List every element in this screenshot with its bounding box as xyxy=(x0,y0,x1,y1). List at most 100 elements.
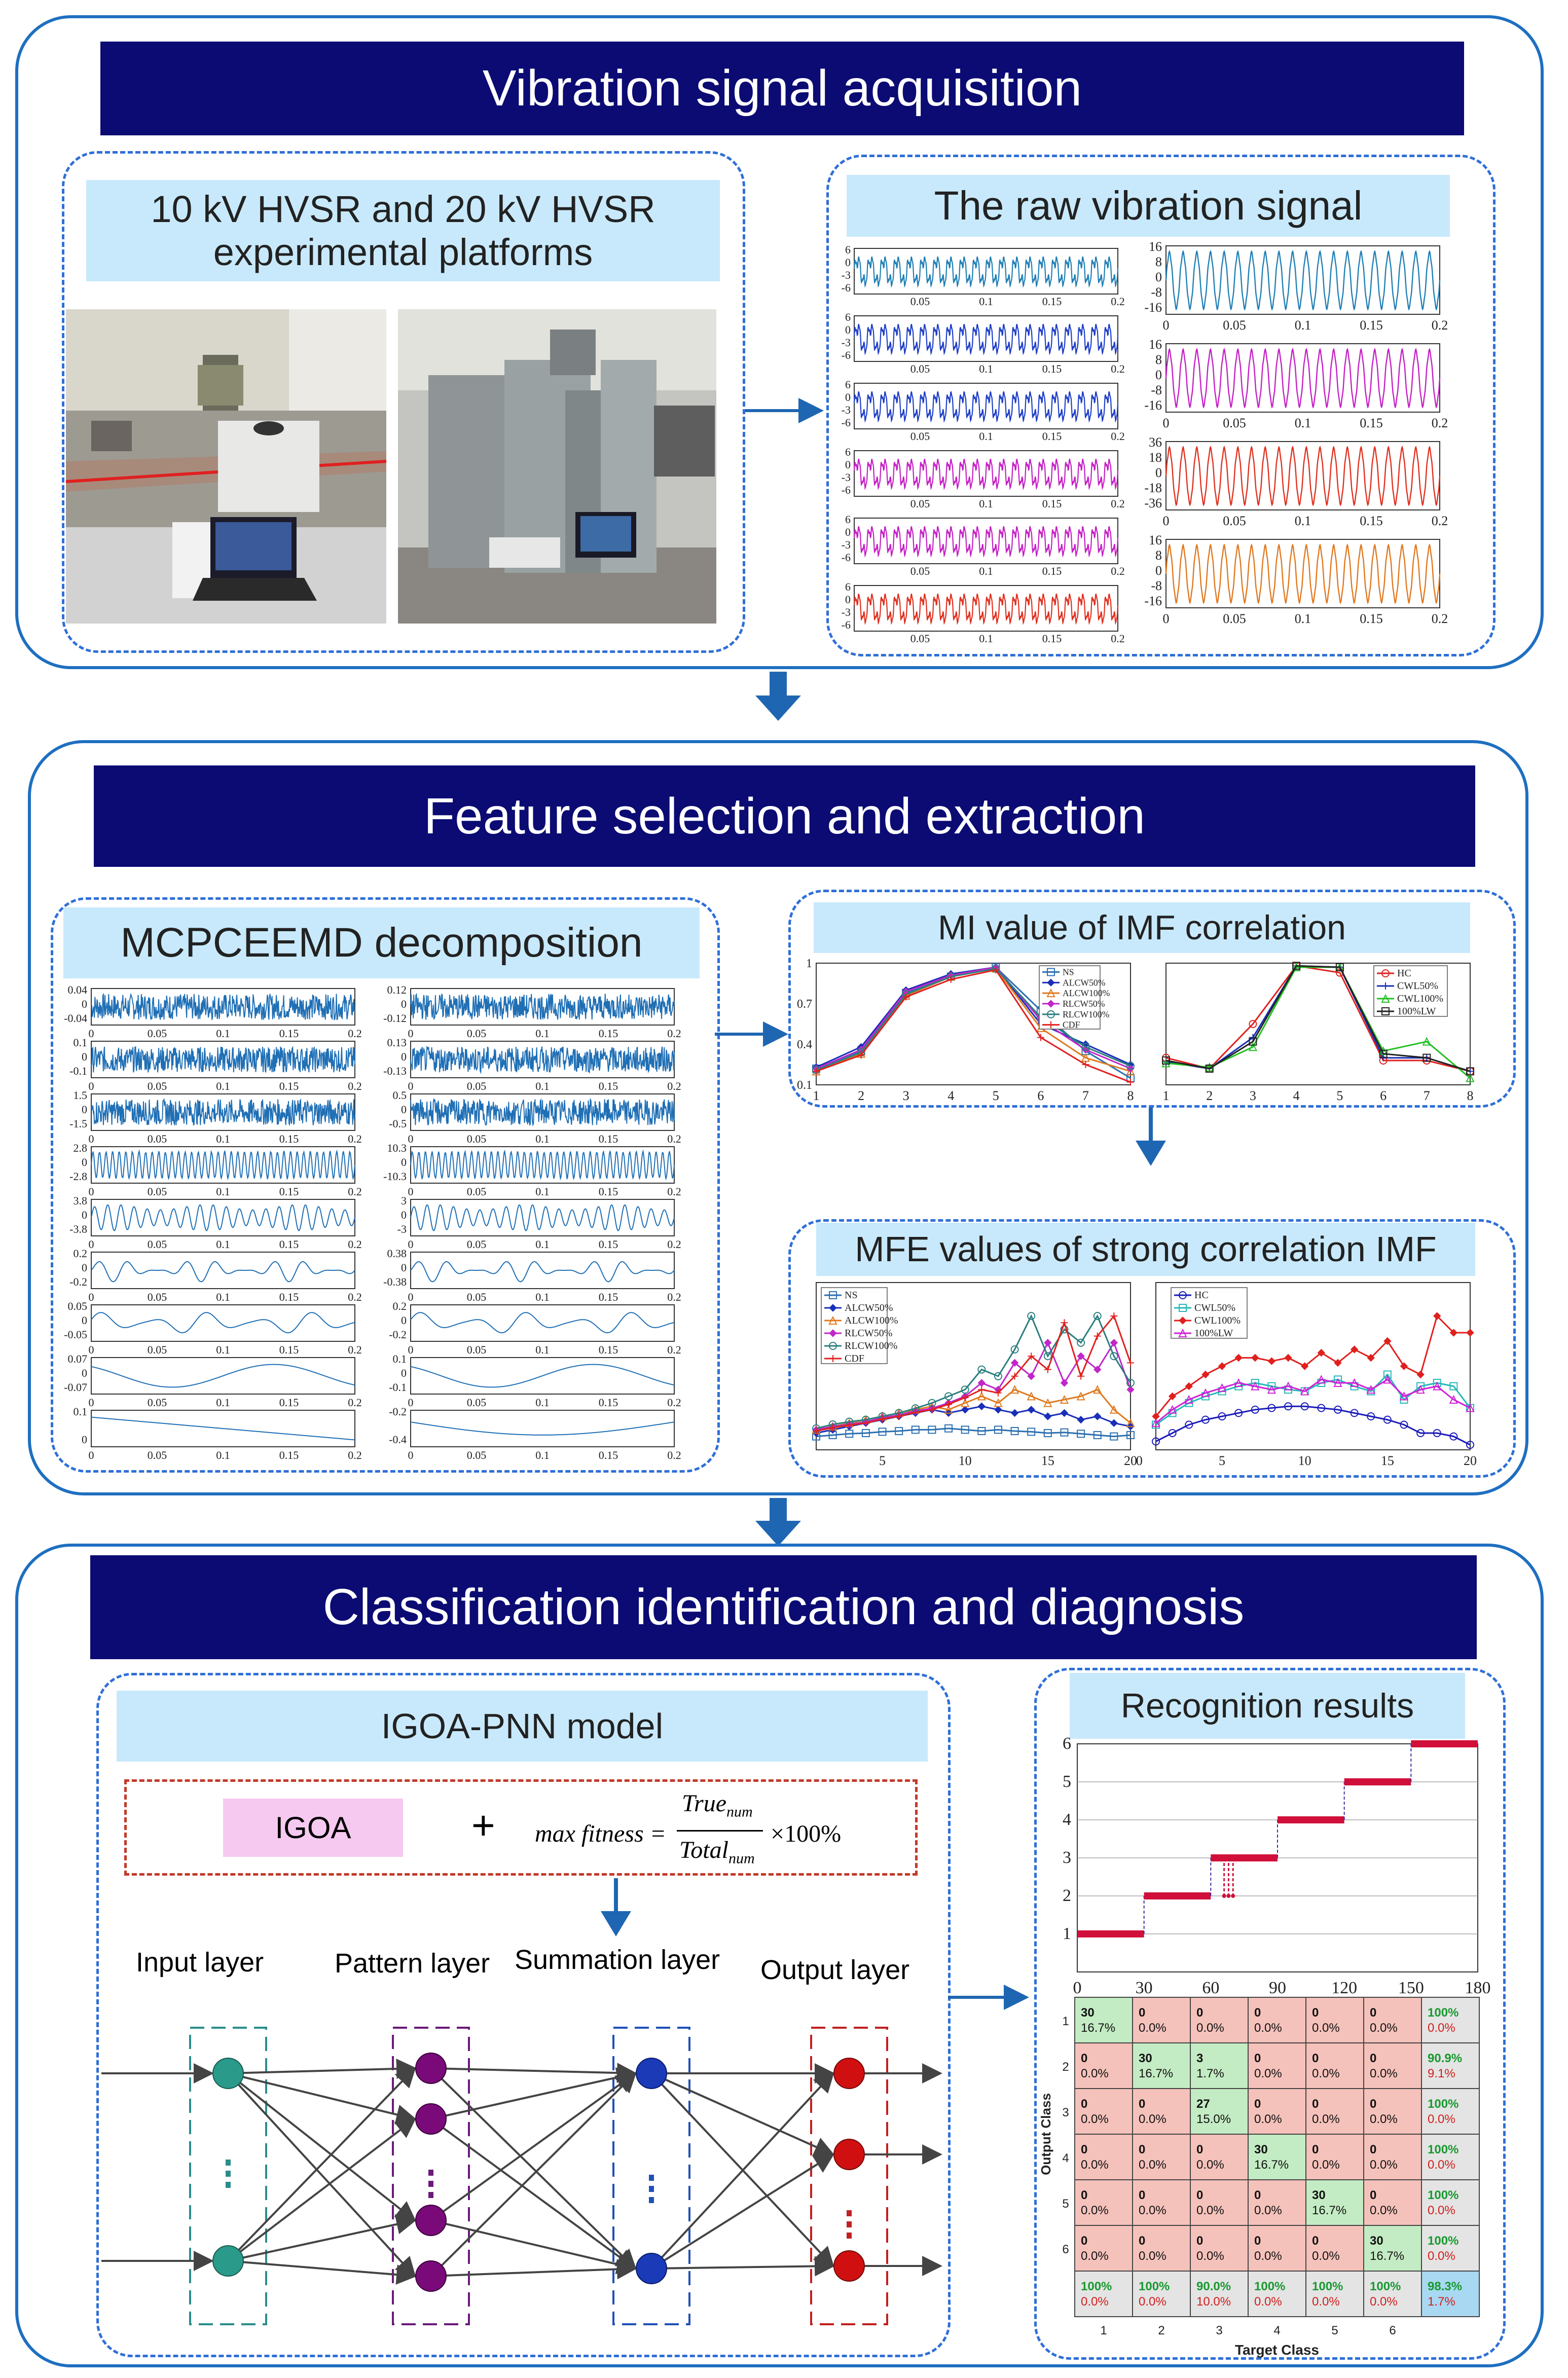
layer-box-2 xyxy=(612,2027,690,2325)
cm-cell-value: 0 xyxy=(1370,2052,1376,2065)
mfe-right-point xyxy=(1317,1348,1326,1357)
cm-cell xyxy=(1363,2179,1422,2226)
cm-cell-percent: 0.0% xyxy=(1081,2249,1109,2263)
decomp-left-xtick: 0.05 xyxy=(148,1185,167,1198)
mi-right-xtick: 1 xyxy=(1163,1088,1170,1103)
raw-right-ytick: 8 xyxy=(1155,548,1162,563)
decomp-right-ytick: 0 xyxy=(401,1156,407,1168)
raw-right-xtick: 0.1 xyxy=(1295,416,1311,430)
results-panel xyxy=(1034,1668,1506,2360)
mfe-left-point xyxy=(1060,1379,1069,1387)
mi-right-series-line xyxy=(1165,965,1471,1072)
cm-cell xyxy=(1305,2088,1364,2135)
cm-cell-percent: 0.0% xyxy=(1370,2112,1398,2126)
decomp-right-imf xyxy=(410,1312,675,1334)
cm-cell-value: 0 xyxy=(1312,2006,1319,2020)
decomp-left-ytick: 0 xyxy=(82,1156,87,1168)
step-ytick: 4 xyxy=(1063,1810,1071,1829)
decomp-right-xtick: 0.1 xyxy=(535,1238,550,1251)
cm-cell-value: 100% xyxy=(1428,2006,1458,2020)
mfe-title: MFE values of strong correlation IMF xyxy=(816,1223,1475,1276)
mi-left-point xyxy=(1126,1062,1135,1070)
cm-cell xyxy=(1248,1997,1306,2043)
mfe-left-series-line xyxy=(816,1428,1131,1438)
mfe-right-point xyxy=(1300,1386,1309,1396)
arrow-down-2-shaft xyxy=(770,1498,787,1523)
decomp-left-ytick: 0.05 xyxy=(68,1300,88,1312)
decomp-right-frame xyxy=(410,1304,675,1342)
decomp-left-ytick: 0 xyxy=(82,1050,87,1063)
step-xtick: 60 xyxy=(1202,1979,1219,1997)
mfe-right-point xyxy=(1400,1362,1408,1370)
raw-left-ytick: 0 xyxy=(845,323,851,336)
ellipsis-dot-3 xyxy=(847,2221,852,2227)
mfe-right-point xyxy=(1433,1312,1441,1320)
ellipsis-dot-3 xyxy=(847,2210,852,2216)
mfe-left-point xyxy=(977,1402,986,1410)
mfe-left-point xyxy=(895,1413,903,1420)
mfe-right-point xyxy=(1251,1353,1259,1362)
decomp-right-xtick: 0.05 xyxy=(467,1449,487,1461)
arrow-down-2 xyxy=(755,1521,801,1546)
mi-left-legend-marker xyxy=(1047,1021,1054,1029)
cm-cell xyxy=(1248,2179,1306,2226)
raw-left-xtick: 0.1 xyxy=(979,565,993,577)
cm-col-label: 5 xyxy=(1331,2324,1338,2337)
decomp-left-xtick: 0.2 xyxy=(348,1027,362,1040)
mfe-left-point xyxy=(1093,1332,1101,1340)
mfe-left-point xyxy=(994,1372,1002,1380)
step-ytick: 1 xyxy=(1063,1924,1071,1943)
cm-cell xyxy=(1074,2088,1133,2135)
cm-cell-value: 100% xyxy=(1370,2280,1401,2293)
raw-left-ytick: -6 xyxy=(842,281,851,294)
raw-right-ytick: 8 xyxy=(1155,254,1162,269)
mfe-right-legend-marker xyxy=(1179,1304,1187,1312)
mfe-right-legend-marker xyxy=(1179,1316,1187,1325)
mi-left-ytick: 0.4 xyxy=(797,1038,812,1051)
decomp-right-xtick: 0.2 xyxy=(667,1343,681,1356)
mi-left-xtick: 3 xyxy=(903,1088,909,1103)
cm-cell xyxy=(1190,2271,1249,2317)
mi-left-series-line xyxy=(816,968,1131,1071)
cm-cell-percent: 0.0% xyxy=(1370,2021,1398,2035)
cm-cell-value: 0 xyxy=(1254,2234,1261,2248)
mfe-left-xtick: 10 xyxy=(959,1453,972,1468)
raw-left-ytick: 0 xyxy=(845,593,851,606)
network-edge xyxy=(430,2067,637,2270)
cm-cell-value: 0 xyxy=(1370,2188,1376,2202)
fitness-box xyxy=(124,1779,918,1876)
mfe-left-point xyxy=(1126,1431,1135,1439)
cm-cell xyxy=(1305,2225,1364,2272)
raw-right-xtick: 0.15 xyxy=(1360,611,1383,626)
raw-left-xtick: 0.1 xyxy=(979,497,993,510)
mfe-left-point xyxy=(813,1428,820,1435)
decomp-right-ytick: 10.3 xyxy=(387,1142,407,1154)
decomp-left-imf xyxy=(91,993,355,1021)
raw-right-xtick: 0 xyxy=(1163,318,1170,333)
mfe-left-point xyxy=(977,1365,986,1374)
decomp-right-xtick: 0 xyxy=(408,1185,414,1198)
raw-right-xtick: 0.05 xyxy=(1223,514,1246,528)
mfe-left-point xyxy=(944,1424,953,1433)
layer-box-0 xyxy=(189,2027,267,2325)
decomp-right-ytick: -3 xyxy=(397,1223,407,1235)
mfe-right-point xyxy=(1251,1405,1259,1414)
decomp-left-xtick: 0.1 xyxy=(216,1396,230,1409)
decomp-left-imf xyxy=(91,1261,355,1283)
decomp-left-ytick: 0 xyxy=(82,998,87,1010)
decomp-left-xtick: 0 xyxy=(89,1238,94,1251)
mfe-right-point xyxy=(1416,1384,1425,1394)
decomp-left-xtick: 0 xyxy=(89,1343,94,1356)
raw-left-xtick: 0.15 xyxy=(1042,430,1062,443)
mi-left-xtick: 7 xyxy=(1082,1088,1089,1103)
mfe-left-point xyxy=(1027,1428,1036,1436)
decomp-left-ytick: 0 xyxy=(82,1367,87,1379)
mfe-left-point xyxy=(1126,1418,1135,1428)
mi-left-legend-entry: NS xyxy=(1063,967,1074,977)
mi-left-legend-entry: RLCW100% xyxy=(1063,1009,1110,1019)
decomp-right-xtick: 0.15 xyxy=(599,1343,618,1356)
ellipsis-dot-1 xyxy=(428,2181,433,2187)
raw-left-xtick: 0.1 xyxy=(979,430,993,443)
mfe-right-xtick: 20 xyxy=(1464,1453,1477,1468)
